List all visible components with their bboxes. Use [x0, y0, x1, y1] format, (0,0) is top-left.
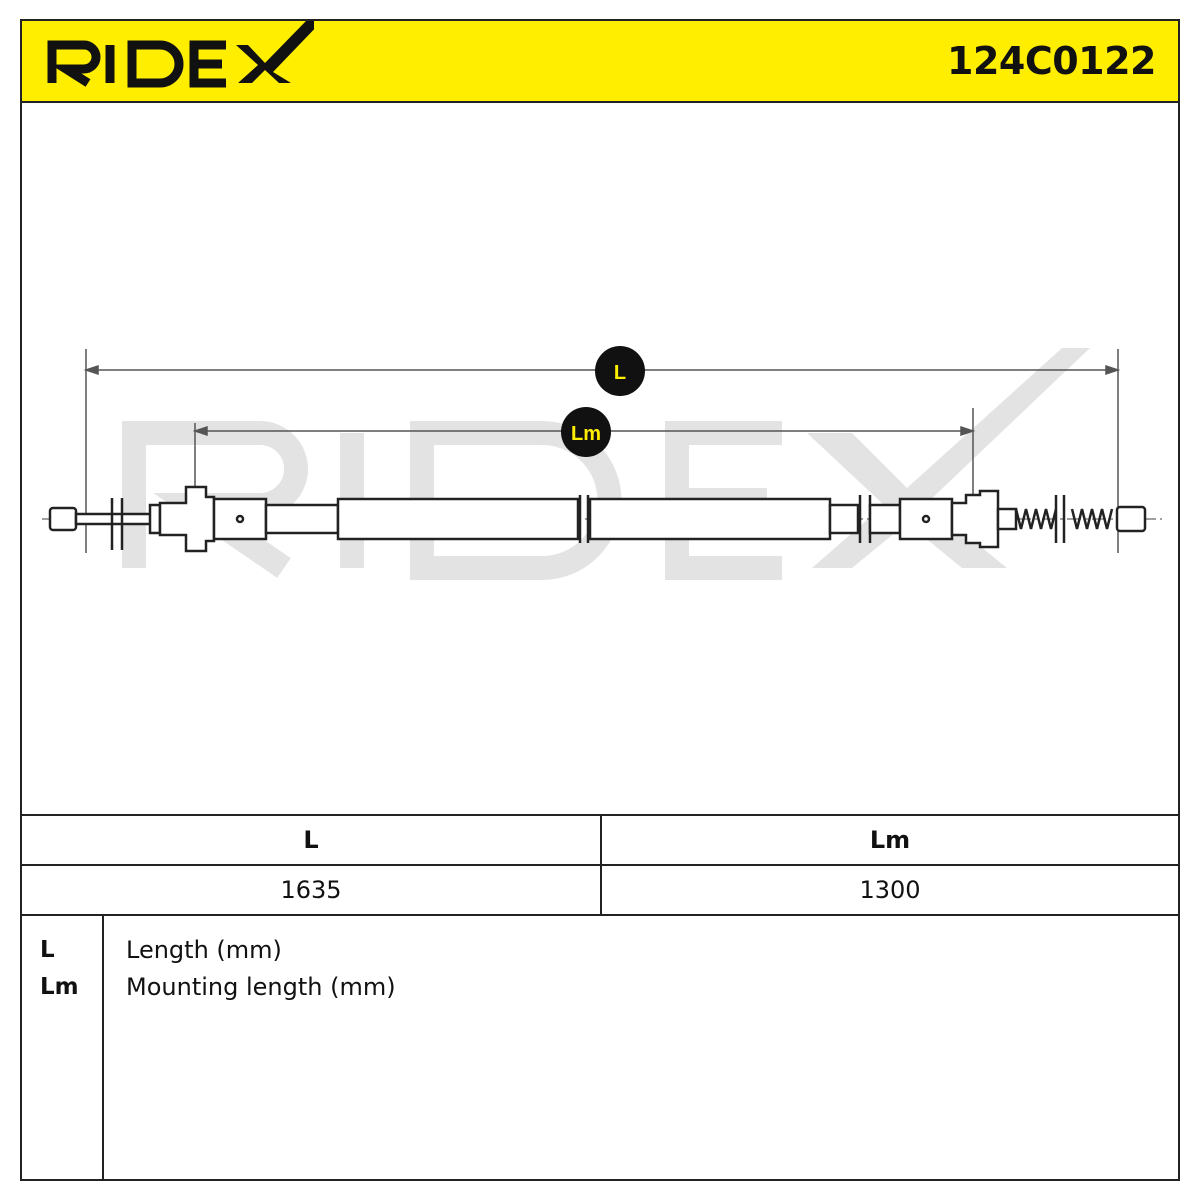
cable-drawing: L Lm	[42, 346, 1162, 580]
product-sheet: 124C0122 L Lm	[20, 19, 1180, 1181]
table-value-row: 1635 1300	[22, 866, 1178, 914]
dimension-Lm-badge	[561, 407, 611, 457]
table-header-Lm: Lm	[869, 826, 911, 854]
table-value-L: 1635	[280, 876, 342, 904]
legend-keys: L Lm	[40, 932, 79, 1006]
dimension-L-label: L	[614, 362, 626, 384]
dimension-Lm-label: Lm	[571, 423, 601, 445]
legend-divider	[102, 914, 104, 1179]
legend-key: Lm	[40, 974, 79, 1000]
legend-description: Length (mm)	[126, 936, 282, 964]
cable-assembly	[42, 485, 1162, 553]
legend: L Lm Length (mm) Mounting length (mm)	[22, 914, 1178, 1179]
table-divider	[600, 816, 602, 914]
part-number: 124C0122	[947, 39, 1156, 83]
table-header-L: L	[303, 826, 319, 854]
header-bar: 124C0122	[22, 21, 1178, 103]
table-value-Lm: 1300	[859, 876, 921, 904]
dimension-table: L Lm 1635 1300	[22, 814, 1178, 916]
legend-descriptions: Length (mm) Mounting length (mm)	[126, 932, 396, 1006]
legend-key: L	[40, 937, 55, 963]
legend-description: Mounting length (mm)	[126, 973, 396, 1001]
ridex-logo	[47, 21, 314, 88]
dimension-L-badge	[595, 346, 645, 396]
